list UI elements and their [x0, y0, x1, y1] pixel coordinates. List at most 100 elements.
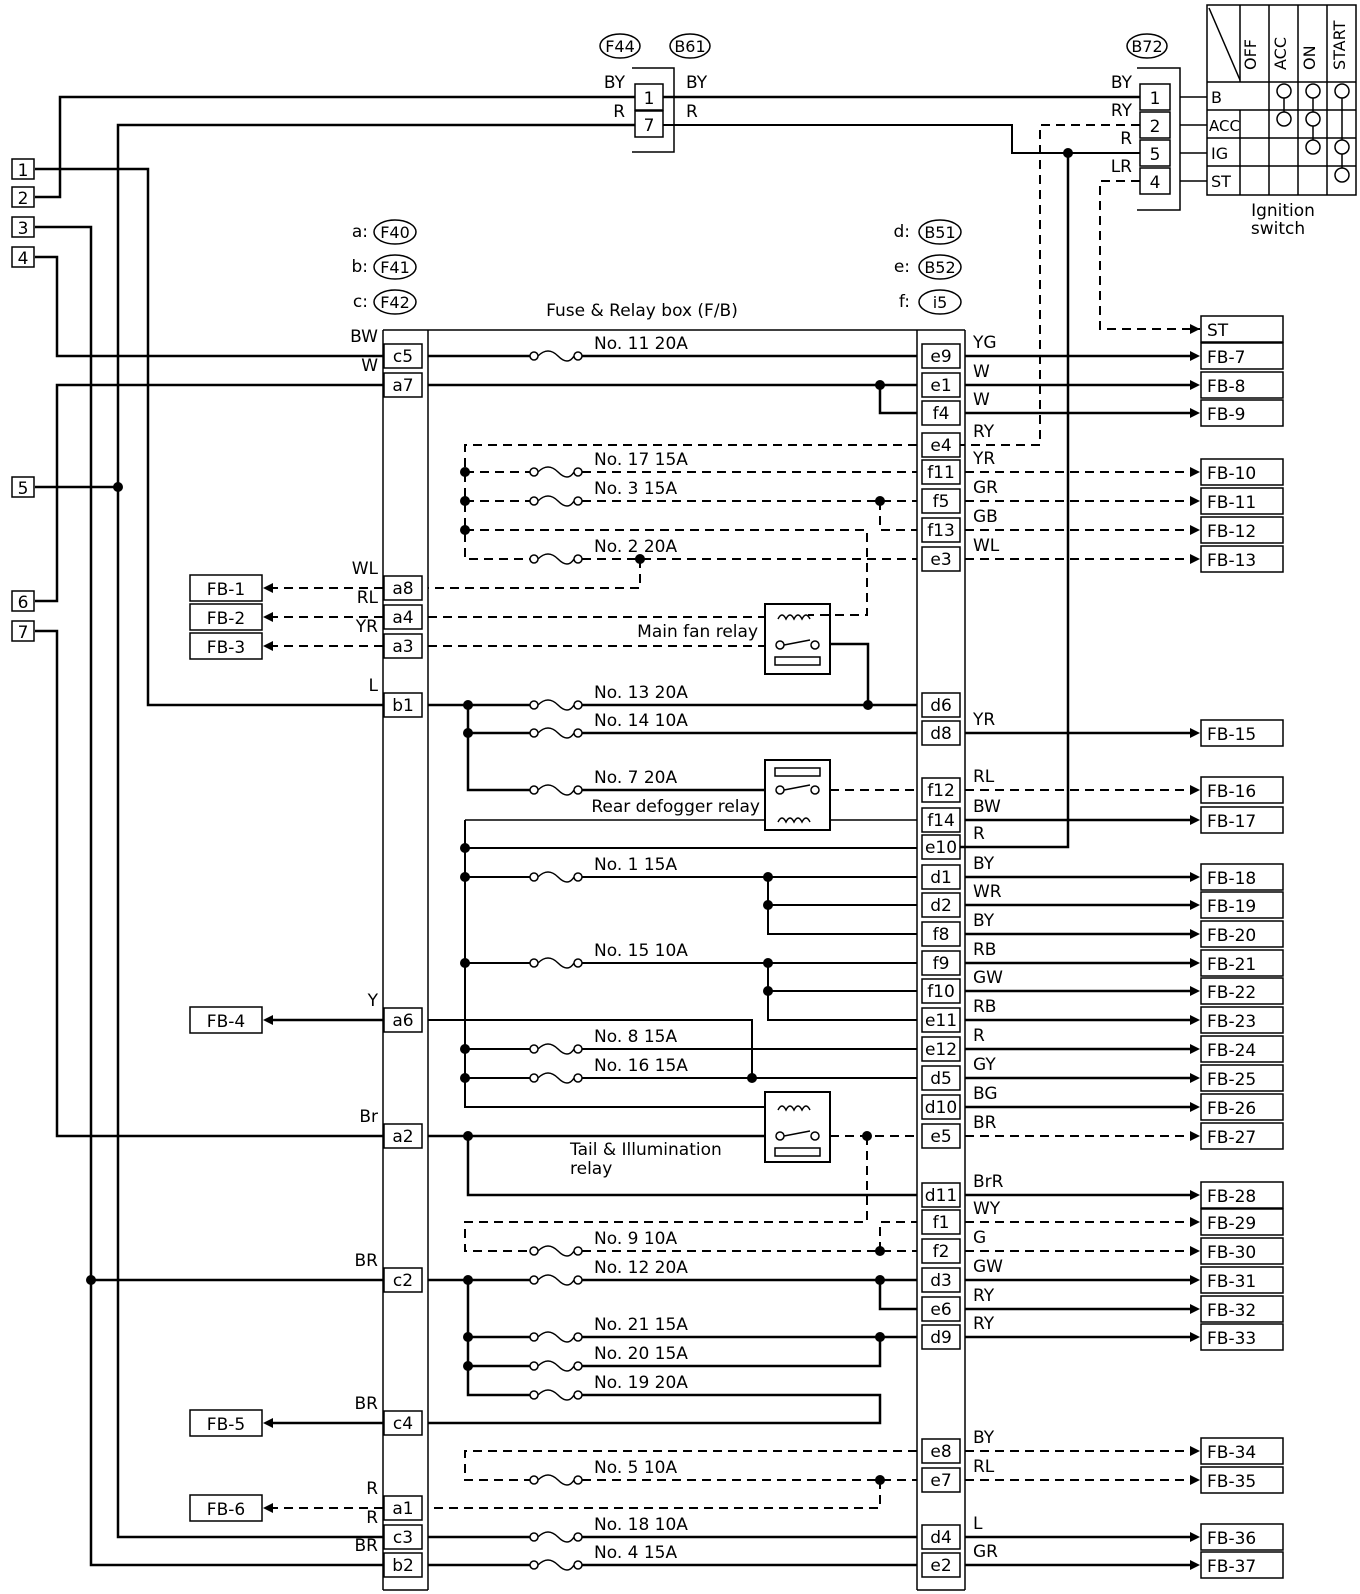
output-fb-3: FB-3	[189, 632, 263, 660]
output-fb-34: FB-34	[1200, 1437, 1284, 1465]
pin-label: e2	[930, 1556, 951, 1576]
output-label: FB-33	[1207, 1329, 1256, 1349]
output-label: FB-13	[1207, 551, 1256, 571]
pin-label: f8	[933, 925, 950, 945]
wire-color: BY	[973, 1428, 995, 1448]
pin-label: d1	[930, 868, 952, 888]
pin-a1: a1 R	[366, 1479, 423, 1521]
pin-d5: d5	[921, 1065, 961, 1091]
f44-wire-r: R	[613, 102, 625, 122]
pin-label: e6	[930, 1300, 951, 1320]
wire-color: BR	[355, 1394, 379, 1414]
pin-c3: c3R	[366, 1508, 423, 1550]
fuse-label: No. 17 15A	[594, 450, 688, 470]
output-fb-7: FB-7	[1200, 342, 1284, 370]
output-fb-8: FB-8	[1200, 371, 1284, 399]
terminal-3: 3	[11, 216, 35, 239]
wire-color: BR	[355, 1251, 379, 1271]
b72-wire-r: R	[1120, 129, 1132, 149]
b61-label: B61	[674, 37, 705, 56]
b72-pin-1: 1	[1150, 89, 1161, 109]
pin-d11: d11	[921, 1182, 961, 1208]
pin-d10: d10	[921, 1094, 961, 1120]
terminal-6: 6	[11, 590, 35, 613]
col-off: OFF	[1241, 39, 1260, 70]
output-fb-26: FB-26	[1200, 1093, 1284, 1121]
main-fan-relay-label: Main fan relay	[637, 622, 758, 642]
tail-illumination-relay: Tail & Illumination relay	[569, 1091, 831, 1179]
pin-label: d9	[930, 1328, 952, 1348]
pin-f12: f12	[921, 777, 961, 803]
pin-e11: e11	[921, 1007, 961, 1033]
output-fb-18: FB-18	[1200, 863, 1284, 891]
fuse-no-3-15a: No. 3 15A	[529, 479, 677, 507]
wire-color: GY	[973, 1055, 996, 1075]
output-st: ST	[1200, 315, 1284, 343]
output-label: FB-26	[1207, 1099, 1256, 1119]
output-label: FB-6	[207, 1500, 245, 1520]
pin-label: e5	[930, 1127, 951, 1147]
terminal-label: 2	[18, 189, 29, 209]
terminal-label: 6	[18, 593, 29, 613]
output-label: FB-15	[1207, 725, 1256, 745]
pin-e3: e3	[921, 546, 961, 572]
output-label: FB-34	[1207, 1443, 1256, 1463]
output-boxes: STFB-7FB-8FB-9FB-10FB-11FB-12FB-13FB-15F…	[189, 315, 1284, 1579]
output-label: ST	[1207, 321, 1229, 341]
pin-e8: e8	[921, 1438, 961, 1464]
fuse-no-17-15a: No. 17 15A	[529, 450, 688, 478]
wire-color: BW	[973, 797, 1001, 817]
output-label: FB-2	[207, 609, 245, 629]
pin-label: d5	[930, 1069, 952, 1089]
wire-color: RB	[973, 997, 996, 1017]
wire-color: R	[366, 1479, 378, 1499]
fuse-no-15-10a: No. 15 10A	[529, 941, 688, 969]
f44-pin-7: 7	[644, 116, 655, 136]
pin-label: e8	[930, 1442, 951, 1462]
fuse-label: No. 4 15A	[594, 1543, 677, 1563]
wire-color: W	[973, 390, 990, 410]
pin-d9: d9	[921, 1324, 961, 1350]
pin-f5: f5	[921, 488, 961, 514]
pin-e2: e2	[921, 1552, 961, 1578]
output-fb-30: FB-30	[1200, 1237, 1284, 1265]
wire-color: BY	[973, 854, 995, 874]
output-label: FB-1	[207, 580, 245, 600]
output-label: FB-22	[1207, 983, 1256, 1003]
pin-e10: e10	[921, 834, 961, 860]
pin-label: a1	[392, 1499, 413, 1519]
pin-e1: e1	[921, 372, 961, 398]
pin-label: a8	[392, 579, 413, 599]
fuse-label: No. 12 20A	[594, 1258, 688, 1278]
output-label: FB-28	[1207, 1187, 1256, 1207]
output-label: FB-25	[1207, 1070, 1256, 1090]
fuse-label: No. 19 20A	[594, 1373, 688, 1393]
output-label: FB-4	[207, 1012, 245, 1032]
output-fb-35: FB-35	[1200, 1466, 1284, 1494]
fuse-no-14-10a: No. 14 10A	[529, 711, 688, 739]
f44-wire-by: BY	[604, 73, 626, 93]
pin-label: d10	[925, 1098, 957, 1118]
fuse-label: No. 15 10A	[594, 941, 688, 961]
legend-f42: F42	[380, 293, 410, 312]
output-label: FB-12	[1207, 522, 1256, 542]
rear-defogger-relay: Rear defogger relay	[591, 759, 831, 831]
output-label: FB-16	[1207, 782, 1256, 802]
row-ig: IG	[1211, 144, 1228, 163]
row-acc: ACC	[1209, 117, 1240, 135]
terminal-7: 7	[11, 620, 35, 643]
fuse-relay-box: Fuse & Relay box (F/B)	[382, 301, 966, 1591]
f44-label: F44	[605, 37, 635, 56]
wire-color: RL	[357, 588, 379, 608]
output-label: FB-10	[1207, 464, 1256, 484]
output-label: FB-30	[1207, 1243, 1256, 1263]
pin-label: f5	[933, 492, 950, 512]
output-fb-32: FB-32	[1200, 1295, 1284, 1323]
col-acc: ACC	[1271, 37, 1290, 70]
b61-wire-by: BY	[686, 73, 708, 93]
output-label: FB-21	[1207, 955, 1256, 975]
pin-label: e9	[930, 347, 951, 367]
